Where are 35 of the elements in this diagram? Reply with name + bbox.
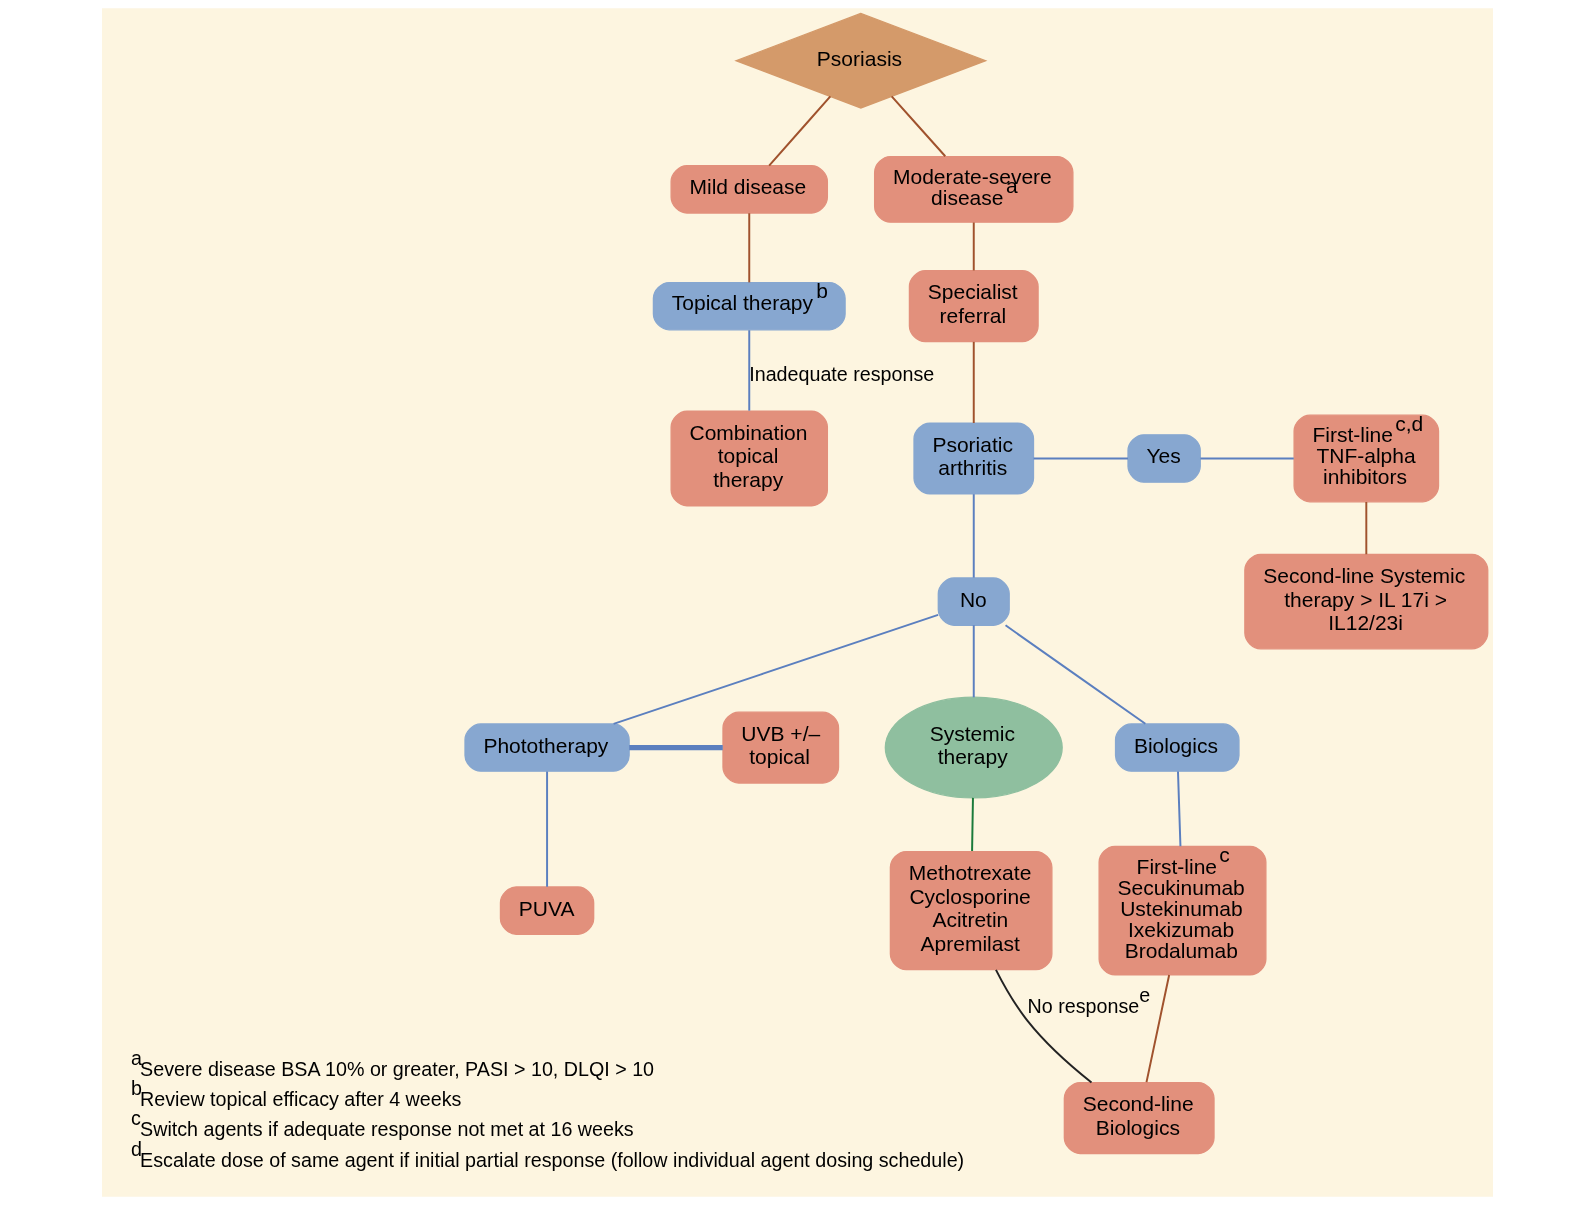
connector [1032, 457, 1129, 460]
node-box: Combination topical therapy [670, 410, 829, 507]
connector [890, 95, 947, 158]
connector [995, 968, 1093, 1084]
connector [748, 212, 751, 284]
node-box: Yes [1127, 434, 1201, 483]
node-ellipse: Systemic therapy [884, 696, 1063, 799]
node-box: No [937, 577, 1010, 626]
connector [1004, 624, 1147, 725]
connector [972, 221, 975, 272]
connector [1199, 457, 1295, 460]
node-box: Phototherapy [464, 723, 630, 772]
connector [546, 770, 549, 888]
node-box: Psoriatic arthritis [913, 422, 1035, 495]
connector [971, 796, 974, 852]
node-box: UVB +/– topical [722, 711, 840, 784]
connector [972, 340, 975, 424]
node-box: Methotrexate Cyclosporine Acitretin Apremilast [889, 850, 1053, 971]
node-box: Specialist referral [908, 270, 1039, 343]
node-box: Biologics [1114, 723, 1240, 772]
node-box: Second-line Systemic therapy > IL 17i > IL12/23i [1244, 553, 1489, 650]
connector [972, 493, 975, 579]
connector [1365, 501, 1368, 556]
node-diamond: Psoriasis [734, 12, 988, 109]
edge-label: Inadequate response [749, 363, 935, 386]
connector [629, 744, 723, 751]
connector [612, 613, 940, 725]
connector [748, 329, 751, 412]
connector [1145, 974, 1171, 1084]
node-box: Mild disease [670, 165, 829, 214]
node-box: PUVA [499, 886, 595, 935]
connector [768, 95, 832, 167]
node-box: Second-line Biologics [1063, 1081, 1215, 1155]
connector [972, 624, 975, 699]
connector [1177, 770, 1182, 848]
